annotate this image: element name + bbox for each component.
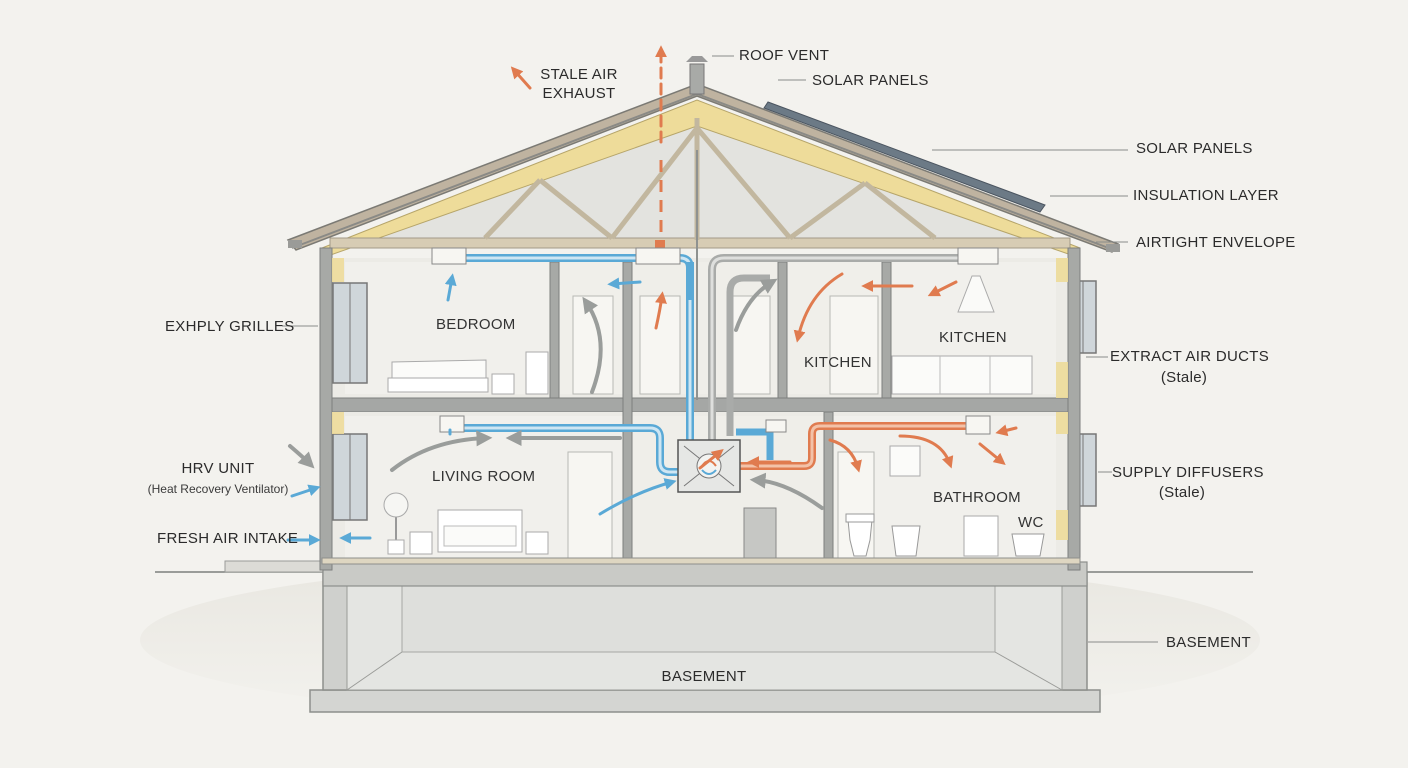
floor-slab (321, 397, 1081, 413)
room-label-living-room: LIVING ROOM (432, 468, 536, 485)
label-stale-air-exhaust-line1: STALE AIR (540, 66, 618, 83)
extract-ducts (655, 240, 974, 470)
stale-air-arrows (510, 45, 1018, 473)
label-supply-diffusers: SUPPLY DIFFUSERS (1112, 464, 1264, 481)
ground-floor-slab (321, 557, 1081, 565)
walls (319, 247, 1081, 571)
upper-floor (330, 258, 1097, 398)
label-extract-air-ducts-sub: (Stale) (1160, 369, 1208, 386)
room-label-bedroom: BEDROOM (436, 316, 516, 333)
leader-lines (282, 55, 1158, 643)
label-fresh-air-intake: FRESH AIR INTAKE (157, 530, 299, 547)
label-basement-center: BASEMENT (661, 668, 747, 685)
label-solar-panels-top: SOLAR PANELS (812, 72, 929, 89)
label-hrv-unit-sub: (Heat Recovery Ventilator) (147, 482, 289, 496)
label-airtight-envelope: AIRTIGHT ENVELOPE (1136, 234, 1296, 251)
label-hrv-unit: HRV UNIT (181, 460, 255, 477)
hrv-unit-box (677, 439, 741, 493)
ceiling-grilles (431, 247, 999, 435)
roof (286, 56, 1120, 259)
side-step (224, 560, 324, 573)
label-basement-right: BASEMENT (1166, 634, 1251, 651)
label-insulation-layer: INSULATION LAYER (1133, 187, 1279, 204)
roof-vent-pipe (689, 63, 705, 95)
room-label-kitchen-left: KITCHEN (804, 354, 872, 371)
fresh-air-arrows (286, 273, 677, 546)
label-stale-air-exhaust-line2: EXHAUST (542, 85, 616, 102)
solar-panel (763, 101, 1046, 213)
label-exhply-grilles: EXHPLY GRILLES (165, 318, 295, 335)
room-label-kitchen-right: KITCHEN (939, 329, 1007, 346)
room-label-bathroom: BATHROOM (933, 489, 1021, 506)
label-roof-vent: ROOF VENT (739, 47, 830, 64)
basement (309, 561, 1101, 713)
room-label-wc: WC (1018, 514, 1044, 531)
room-air-arrows (288, 278, 824, 510)
label-extract-air-ducts: EXTRACT AIR DUCTS (1110, 348, 1270, 365)
label-solar-panels-right: SOLAR PANELS (1136, 140, 1253, 157)
label-supply-diffusers-sub: (Stale) (1158, 484, 1206, 501)
